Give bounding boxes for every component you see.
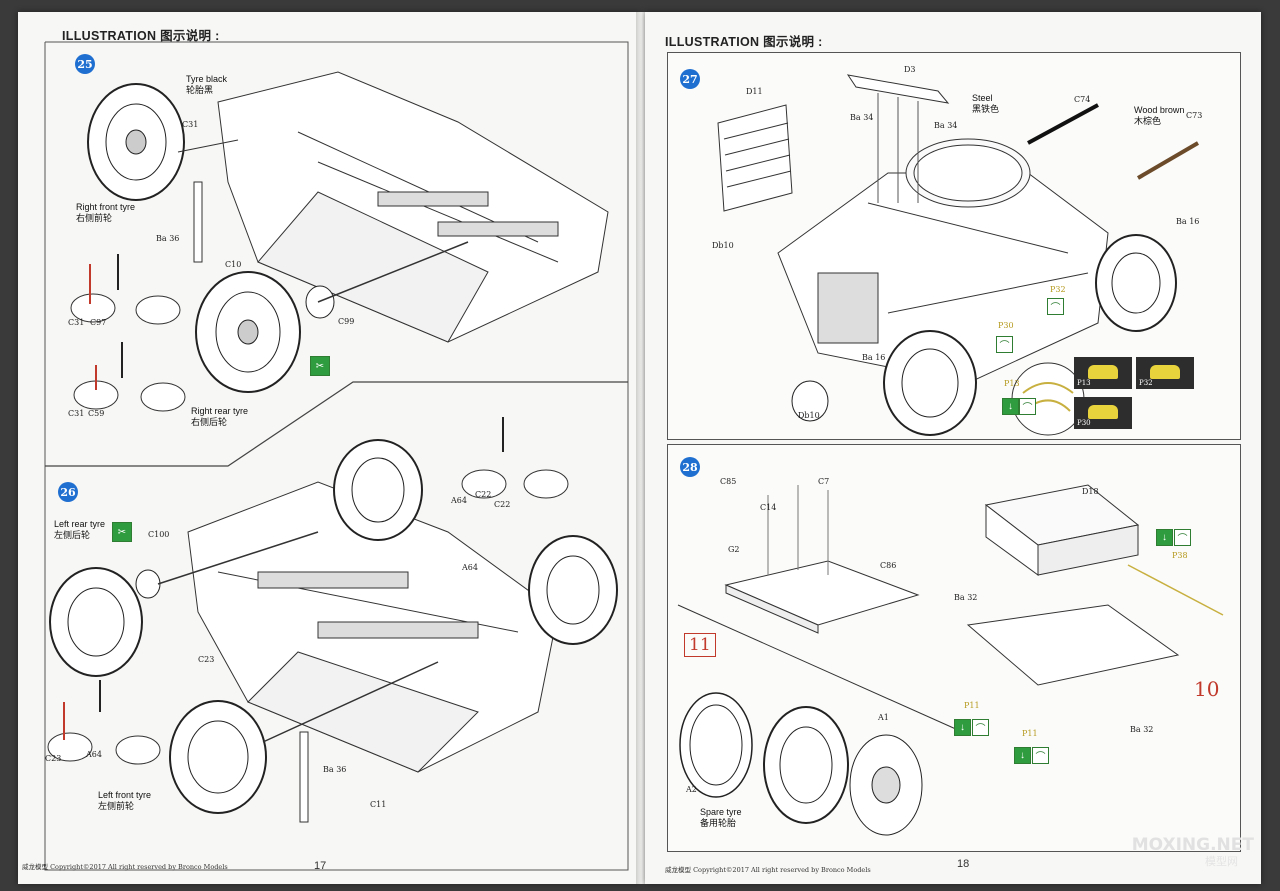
part-label: C100 bbox=[148, 530, 170, 539]
bend-icon: ↓ bbox=[954, 719, 971, 736]
part-label: C14 bbox=[760, 503, 777, 512]
footer-copyright-left: 威龙模型 Copyright©2017 All right reserved b… bbox=[22, 863, 228, 871]
part-label: Ba 36 bbox=[156, 234, 180, 243]
part-label: A64 bbox=[86, 750, 102, 759]
part-label: C73 bbox=[1186, 111, 1203, 120]
pe-card-p13: P13 bbox=[1074, 357, 1132, 389]
part-label: C23 bbox=[45, 754, 62, 763]
part-label: C22 bbox=[475, 490, 492, 499]
page-title-left: ILLUSTRATION 图示说明 : bbox=[62, 29, 220, 43]
part-label: Ba 16 bbox=[1176, 217, 1200, 226]
part-label: Ba 16 bbox=[862, 353, 886, 362]
part-label: D18 bbox=[1082, 487, 1099, 496]
remove-parts-icon: ✂ bbox=[310, 356, 330, 376]
footer-copyright-right: 威龙模型 Copyright©2017 All right reserved b… bbox=[665, 866, 871, 874]
bend-icon: ↓ bbox=[1014, 747, 1031, 764]
glue-icon: ⌒ bbox=[1174, 529, 1191, 546]
page-number-right: 18 bbox=[957, 858, 970, 870]
part-label: P30 bbox=[998, 321, 1014, 330]
part-label: C74 bbox=[1074, 95, 1091, 104]
watermark: MOXING.NET bbox=[1131, 835, 1254, 855]
left-page: ILLUSTRATION 图示说明 : bbox=[18, 12, 640, 884]
part-label: C97 bbox=[90, 318, 107, 327]
part-label: P11 bbox=[1022, 729, 1038, 738]
part-label: C11 bbox=[370, 800, 387, 809]
part-label: C31 bbox=[68, 409, 85, 418]
part-label: D3 bbox=[904, 65, 916, 74]
part-label: C86 bbox=[880, 561, 897, 570]
note-steel: Steel 黑铁色 bbox=[972, 93, 1000, 114]
part-label: P32 bbox=[1050, 285, 1066, 294]
bend-icon: ↓ bbox=[1156, 529, 1173, 546]
note-left-rear-tyre: Left rear tyre 左侧后轮 bbox=[54, 519, 106, 540]
page-title-right: ILLUSTRATION 图示说明 : bbox=[665, 35, 823, 49]
watermark-sub: 模型网 bbox=[1205, 856, 1238, 868]
part-label: Ba 32 bbox=[954, 593, 978, 602]
pe-card-p32: P32 bbox=[1136, 357, 1194, 389]
step-27-diagram bbox=[717, 74, 1200, 436]
reference-box-11: 11 bbox=[684, 633, 716, 657]
part-label: P13 bbox=[1004, 379, 1020, 388]
right-page: ILLUSTRATION 图示说明 : bbox=[645, 12, 1261, 884]
part-label: P11 bbox=[964, 701, 980, 710]
part-label: A64 bbox=[451, 496, 467, 505]
part-label: Db10 bbox=[798, 411, 820, 420]
glue-icon: ⌒ bbox=[996, 336, 1013, 353]
note-tyre-black: Tyre black 轮胎黑 bbox=[186, 74, 228, 95]
step-badge-25: 25 bbox=[75, 54, 95, 74]
step-badge-26: 26 bbox=[58, 482, 78, 502]
note-right-rear-tyre: Right rear tyre 右侧后轮 bbox=[191, 406, 249, 427]
reference-number-10: 10 bbox=[1194, 677, 1220, 701]
step-27-panel: 27 Steel 黑铁色 Wood brown 木棕色 D3 D11 Ba 34… bbox=[667, 52, 1241, 440]
page-number-left: 17 bbox=[314, 860, 327, 872]
note-spare-tyre: Spare tyre 备用轮胎 bbox=[700, 807, 742, 828]
part-label: C85 bbox=[720, 477, 737, 486]
part-label: D11 bbox=[746, 87, 763, 96]
part-label: C23 bbox=[198, 655, 215, 664]
part-label: A64 bbox=[462, 563, 478, 572]
part-label: C10 bbox=[225, 260, 242, 269]
note-left-front-tyre: Left front tyre 左侧前轮 bbox=[98, 790, 152, 811]
part-label: A2 bbox=[686, 785, 697, 794]
glue-icon: ⌒ bbox=[972, 719, 989, 736]
step-badge-27: 27 bbox=[680, 69, 700, 89]
step-28-diagram bbox=[677, 484, 1224, 836]
glue-icon: ⌒ bbox=[1019, 398, 1036, 415]
part-label: C31 bbox=[182, 120, 199, 129]
part-label: C59 bbox=[88, 409, 105, 418]
part-label: C7 bbox=[818, 477, 830, 486]
part-label: C22 bbox=[494, 500, 511, 509]
remove-parts-icon: ✂ bbox=[112, 522, 132, 542]
part-label: Db10 bbox=[712, 241, 734, 250]
part-label: G2 bbox=[728, 545, 740, 554]
step-badge-28: 28 bbox=[680, 457, 700, 477]
part-label: A1 bbox=[878, 713, 889, 722]
glue-icon: ⌒ bbox=[1032, 747, 1049, 764]
bend-icon: ↓ bbox=[1002, 398, 1019, 415]
step-28-panel: 28 Spare tyre 备用轮胎 C85 C7 C14 G2 C86 D18… bbox=[667, 444, 1241, 852]
part-label: Ba 36 bbox=[323, 765, 347, 774]
part-label: C31 bbox=[68, 318, 85, 327]
left-page-diagram bbox=[44, 41, 629, 871]
part-label: C99 bbox=[338, 317, 355, 326]
part-label: Ba 32 bbox=[1130, 725, 1154, 734]
pe-card-p30: P30 bbox=[1074, 397, 1132, 429]
part-label: P38 bbox=[1172, 551, 1188, 560]
part-label: Ba 34 bbox=[850, 113, 874, 122]
note-wood-brown: Wood brown 木棕色 bbox=[1134, 105, 1185, 126]
part-label: Ba 34 bbox=[934, 121, 958, 130]
note-right-front-tyre: Right front tyre 右侧前轮 bbox=[76, 202, 136, 223]
glue-icon: ⌒ bbox=[1047, 298, 1064, 315]
